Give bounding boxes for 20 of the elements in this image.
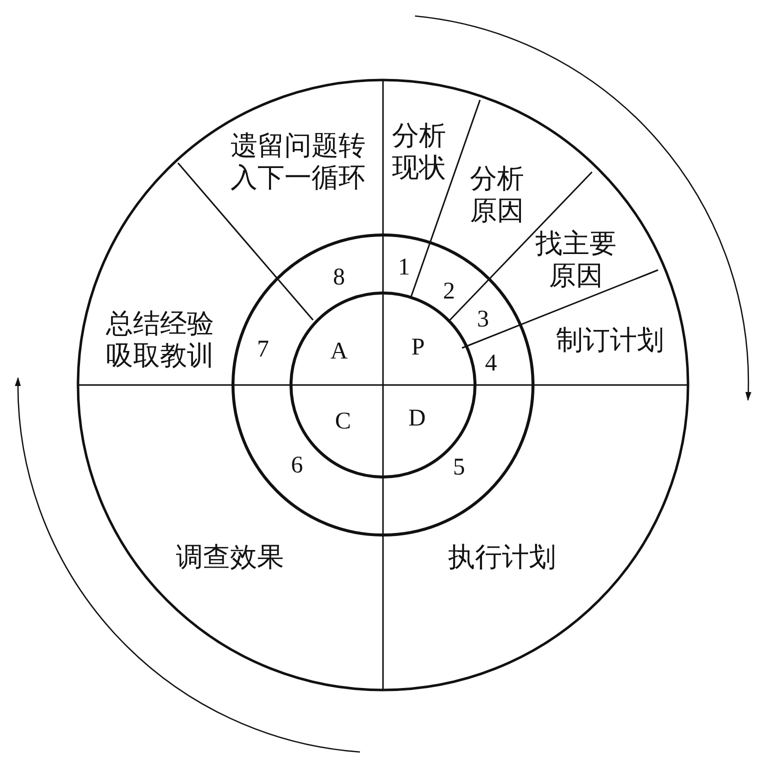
step-number: 3 bbox=[477, 306, 489, 334]
quadrant-letter: D bbox=[408, 404, 426, 434]
step-number: 2 bbox=[443, 278, 455, 306]
step-number: 5 bbox=[453, 454, 465, 482]
step-label: 调查效果 bbox=[176, 540, 284, 574]
step-label: 分析现状 bbox=[391, 120, 447, 184]
step-label: 执行计划 bbox=[448, 540, 556, 574]
step-label: 遗留问题转入下一循环 bbox=[230, 130, 366, 194]
quadrant-letter: P bbox=[411, 334, 425, 362]
quadrant-letter: A bbox=[330, 338, 348, 366]
step-number: 6 bbox=[291, 452, 303, 480]
step-label: 分析原因 bbox=[469, 162, 525, 228]
step-number: 8 bbox=[333, 264, 345, 292]
step-number: 4 bbox=[485, 350, 497, 378]
quadrant-letter: C bbox=[335, 408, 351, 436]
step-label: 制订计划 bbox=[556, 324, 664, 356]
step-label: 总结经验吸取教训 bbox=[105, 308, 215, 372]
step-number: 1 bbox=[398, 254, 410, 282]
step-label: 找主要原因 bbox=[534, 228, 618, 292]
step-number: 7 bbox=[257, 336, 269, 364]
